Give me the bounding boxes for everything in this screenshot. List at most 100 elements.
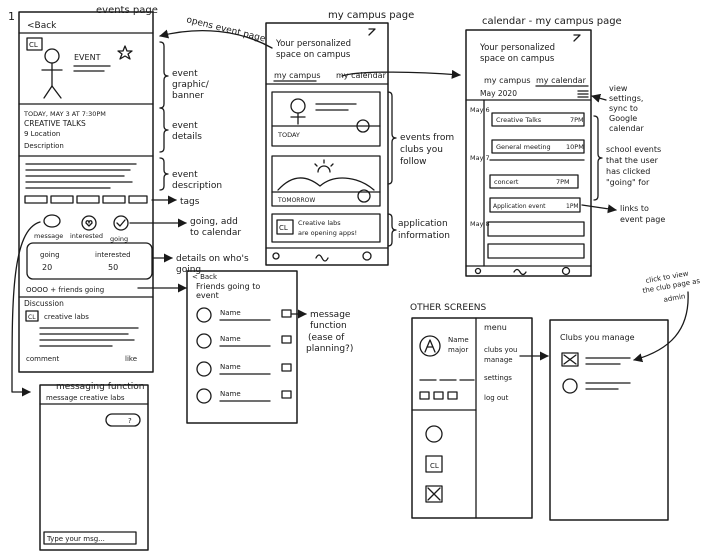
going-annotation-2: to calendar [190, 228, 241, 238]
event-card-today[interactable] [271, 91, 381, 147]
interested-label: interested [70, 232, 103, 240]
friend-row[interactable]: Name [196, 333, 292, 349]
msg-annotation-4: planning?) [306, 344, 353, 354]
campus-send-icon[interactable] [368, 28, 376, 36]
card-going-icon[interactable] [356, 119, 370, 133]
other-screens: OTHER SCREENS Name major CL menu clubs y… [410, 303, 669, 521]
settings-annotation-3: sync to [609, 104, 638, 113]
attendance-box[interactable] [26, 242, 153, 280]
managed-club-logo-1[interactable] [561, 352, 579, 367]
discussion-heading: Discussion [24, 299, 64, 308]
friend-row[interactable]: Name [196, 361, 292, 377]
friends-going[interactable]: OOOO + friends going [26, 286, 104, 294]
calendar-event[interactable] [491, 139, 585, 154]
event-date: TODAY, MAY 3 AT 7:30PM [23, 110, 106, 118]
calendar-nav-search-icon[interactable] [474, 267, 482, 275]
banner-bracket [159, 41, 169, 109]
check-icon [116, 219, 126, 227]
page-number: 1 [8, 10, 15, 23]
going-icon[interactable] [113, 215, 129, 231]
clubs-annotation-3: follow [400, 157, 427, 167]
clubs-annotation-2: clubs you [400, 145, 443, 155]
nav-search-icon[interactable] [272, 252, 280, 260]
details-annotation-1: event [172, 121, 198, 131]
school-annotation-4: "going" for [606, 178, 650, 187]
chat-icon[interactable] [281, 390, 292, 399]
msg-annotation-3: (ease of [308, 333, 345, 343]
message-icon[interactable] [43, 214, 61, 228]
tab-my-calendar[interactable]: my calendar [336, 71, 387, 80]
card-going-icon[interactable] [357, 189, 371, 203]
profile-phone-frame [411, 317, 533, 519]
comment-button[interactable]: comment [26, 355, 60, 363]
tag-chip[interactable] [50, 195, 74, 204]
application-annotation-2: information [398, 231, 450, 241]
menu-item-clubs[interactable]: clubs you [484, 346, 517, 354]
calendar-tab-my-calendar[interactable]: my calendar [536, 76, 587, 85]
events-phone-frame [18, 11, 154, 373]
menu-item-logout[interactable]: log out [484, 394, 509, 402]
calendar-event-time: 10PM [566, 143, 584, 151]
menu-item-settings[interactable]: settings [484, 374, 512, 382]
calendar-tab-arrow [341, 69, 461, 79]
events-page-title: events page [96, 5, 158, 16]
calendar-send-icon[interactable] [573, 34, 581, 42]
chat-icon[interactable] [281, 335, 292, 344]
profile-icon-box[interactable] [447, 391, 458, 400]
calendar-tab-my-campus[interactable]: my campus [484, 76, 530, 85]
application-club-badge-text: CL [279, 224, 288, 232]
calendar-event[interactable] [491, 112, 585, 127]
profile-icon-box[interactable] [433, 391, 444, 400]
calendar-event[interactable] [489, 197, 581, 213]
menu-item-manage[interactable]: manage [484, 356, 513, 364]
calendar-heading-1: Your personalized [479, 43, 555, 53]
friends-title-1: Friends going to [196, 282, 260, 291]
profile-name: Name [448, 336, 469, 344]
settings-annotation-5: calendar [609, 124, 644, 133]
interested-icon[interactable] [81, 215, 97, 231]
profile-icon-box[interactable] [419, 391, 430, 400]
message-input[interactable] [43, 531, 137, 545]
club-logo-1[interactable] [425, 425, 443, 443]
nav-home-icon[interactable] [315, 254, 329, 262]
friend-row[interactable]: Name [196, 307, 292, 323]
tab-my-campus[interactable]: my campus [274, 71, 320, 80]
calendar-nav-home-icon[interactable] [513, 268, 527, 276]
calendar-event-name: concert [494, 178, 519, 186]
club-logo-3[interactable] [425, 485, 443, 503]
tag-chip[interactable] [102, 195, 126, 204]
tag-chip[interactable] [128, 195, 148, 204]
discussion-club-badge [25, 310, 39, 322]
chat-icon[interactable] [281, 309, 292, 318]
messaging-header: message creative labs [46, 394, 125, 402]
profile-avatar [419, 335, 441, 357]
calendar-event-time: 1PM [566, 203, 579, 210]
friend-row[interactable]: Name [196, 388, 292, 404]
description-annotation-1: event [172, 170, 198, 180]
tag-chip[interactable] [76, 195, 100, 204]
chat-icon[interactable] [281, 363, 292, 372]
calendar-page-title: calendar - my campus page [482, 16, 622, 27]
click-admin-arrow [633, 291, 689, 363]
star-icon[interactable] [117, 45, 133, 60]
club-logo-2[interactable] [425, 455, 443, 473]
tag-chip[interactable] [24, 195, 48, 204]
links-annotation-1: links to [620, 204, 649, 213]
application-card[interactable] [271, 213, 381, 243]
calendar-event-time: 7PM [556, 178, 570, 186]
managed-club-logo-2[interactable] [562, 378, 578, 394]
message-bubble [105, 413, 141, 427]
calendar-nav-profile-icon[interactable] [561, 266, 571, 276]
events-club-badge [26, 37, 43, 51]
calendar-event[interactable] [489, 174, 579, 189]
events-back-link[interactable]: <Back [27, 21, 57, 31]
club-logo-2-text: CL [430, 462, 439, 470]
like-button[interactable]: like [125, 355, 137, 363]
friends-back-link[interactable]: < Back [192, 273, 218, 281]
event-card-tomorrow[interactable] [271, 155, 381, 207]
message-label: message [34, 232, 63, 240]
graphic-annotation-1: event [172, 69, 198, 79]
heart-icon [85, 220, 93, 227]
nav-profile-icon[interactable] [362, 251, 372, 261]
